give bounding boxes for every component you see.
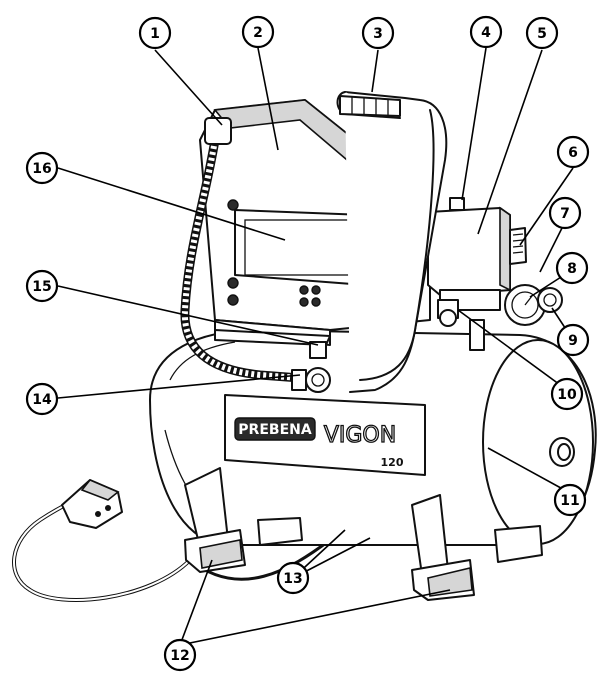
discharge-hose	[180, 117, 331, 393]
svg-text:7: 7	[560, 206, 570, 222]
svg-text:1: 1	[150, 26, 160, 42]
svg-text:12: 12	[170, 648, 189, 664]
outlet-coupling	[437, 299, 459, 327]
brand-model-suffix: 120	[381, 456, 404, 469]
callout-11: 11	[553, 483, 587, 517]
svg-text:6: 6	[568, 145, 578, 161]
callout-6: 6	[556, 135, 590, 169]
callout-10: 10	[550, 377, 584, 411]
drain-valve	[549, 437, 575, 467]
brand-model: VIGON	[324, 423, 396, 448]
callout-9: 9	[556, 323, 590, 357]
svg-text:8: 8	[567, 261, 577, 277]
svg-text:2: 2	[253, 25, 263, 41]
svg-text:11: 11	[560, 493, 579, 509]
callout-5: 5	[525, 16, 559, 50]
svg-text:13: 13	[283, 571, 302, 587]
svg-text:9: 9	[568, 333, 578, 349]
brand-maker: PREBENA	[238, 422, 312, 438]
callout-4: 4	[469, 15, 503, 49]
front-left-foot	[184, 467, 246, 573]
callout-2: 2	[241, 15, 275, 49]
svg-text:16: 16	[32, 161, 51, 177]
svg-text:5: 5	[537, 26, 547, 42]
callout-13: 13	[276, 561, 310, 595]
brand-plate: PREBENA VIGON 120	[224, 394, 426, 476]
svg-text:3: 3	[373, 26, 383, 42]
svg-text:14: 14	[32, 392, 52, 408]
svg-text:10: 10	[557, 387, 577, 403]
callout-15: 15	[25, 269, 59, 303]
callout-8: 8	[555, 251, 589, 285]
carry-handle	[336, 91, 448, 393]
pressure-switch	[427, 197, 527, 296]
callout-7: 7	[548, 196, 582, 230]
callout-14: 14	[25, 382, 59, 416]
leader-lines	[57, 47, 574, 646]
svg-text:4: 4	[481, 25, 491, 41]
front-right-foot	[411, 494, 475, 601]
callout-3: 3	[361, 16, 395, 50]
plug	[61, 479, 123, 529]
callout-16: 16	[25, 151, 59, 185]
rear-feet	[257, 517, 543, 563]
callout-1: 1	[138, 16, 172, 50]
callout-12: 12	[163, 638, 197, 672]
svg-text:15: 15	[32, 279, 51, 295]
